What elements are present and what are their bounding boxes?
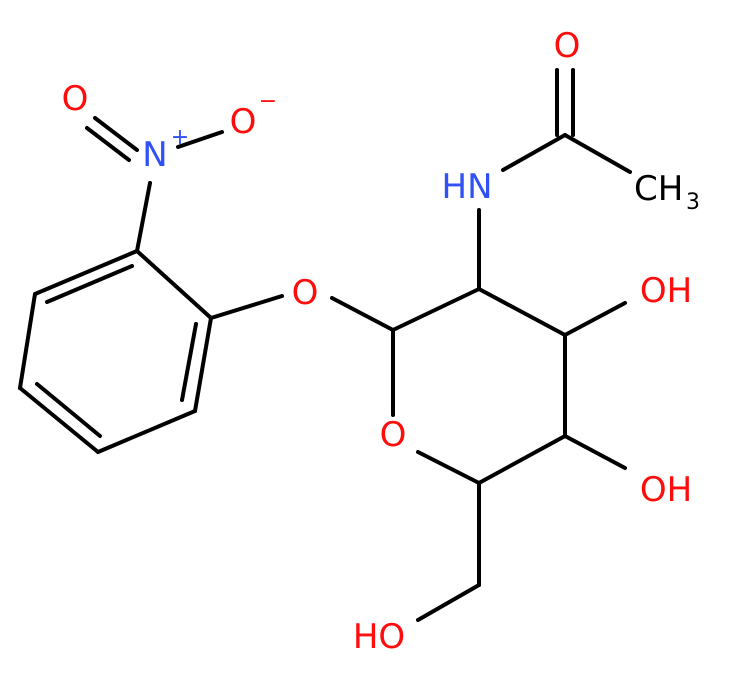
atom-amide-nh: HN [442, 167, 493, 207]
bond-benzene-2 [18, 292, 37, 390]
atom-oh-c4: OH [640, 470, 692, 510]
atom-nitro-n: N [142, 135, 167, 175]
atom-carbonyl-o: O [554, 26, 581, 66]
atom-nitro-n-charge: + [171, 125, 189, 150]
atom-methyl: CH [634, 169, 683, 209]
bond-nitro-o1-a [93, 116, 139, 152]
atom-ether-o: O [292, 273, 319, 313]
bond-benzene-3-inner [35, 382, 102, 438]
atom-ho-c6: HO [353, 617, 405, 657]
bonds [18, 68, 632, 622]
atom-nitro-o2: O [230, 102, 257, 142]
atom-oh-c3: OH [640, 271, 692, 311]
bond-benzene-1-inner [45, 264, 134, 304]
bond-c5-ring-o [416, 450, 481, 485]
bond-n-carbonyl [501, 133, 567, 172]
bond-ring-ether-o [209, 294, 284, 320]
atom-nitro-o1: O [62, 79, 89, 119]
atom-nitro-o2-charge: − [259, 89, 277, 114]
bond-c1-c2 [391, 287, 481, 332]
atom-labels: O N + O − O O HN O CH 3 OH OH HO [62, 26, 700, 657]
bond-c2-c3 [477, 287, 567, 337]
bond-benzene-5 [193, 316, 213, 413]
bond-benzene-4 [96, 409, 197, 454]
bond-benzene-1 [33, 249, 139, 296]
atom-methyl-subscript: 3 [686, 190, 700, 215]
bond-nitro-o2 [176, 130, 224, 149]
bond-c4-oh [563, 434, 627, 470]
bond-ether-o-c1 [330, 296, 395, 332]
bond-c4-c5 [477, 434, 567, 485]
bond-c6-oh [416, 583, 481, 622]
bond-nitro-o1-b [85, 126, 131, 162]
atom-ring-o: O [380, 415, 407, 455]
bond-c3-oh [563, 301, 627, 337]
bond-ring-nitro [135, 181, 152, 253]
bond-benzene-3 [18, 386, 100, 454]
bond-benzene-6 [135, 249, 213, 320]
bond-carbonyl-methyl [563, 133, 632, 174]
bond-benzene-5-inner [180, 322, 198, 402]
